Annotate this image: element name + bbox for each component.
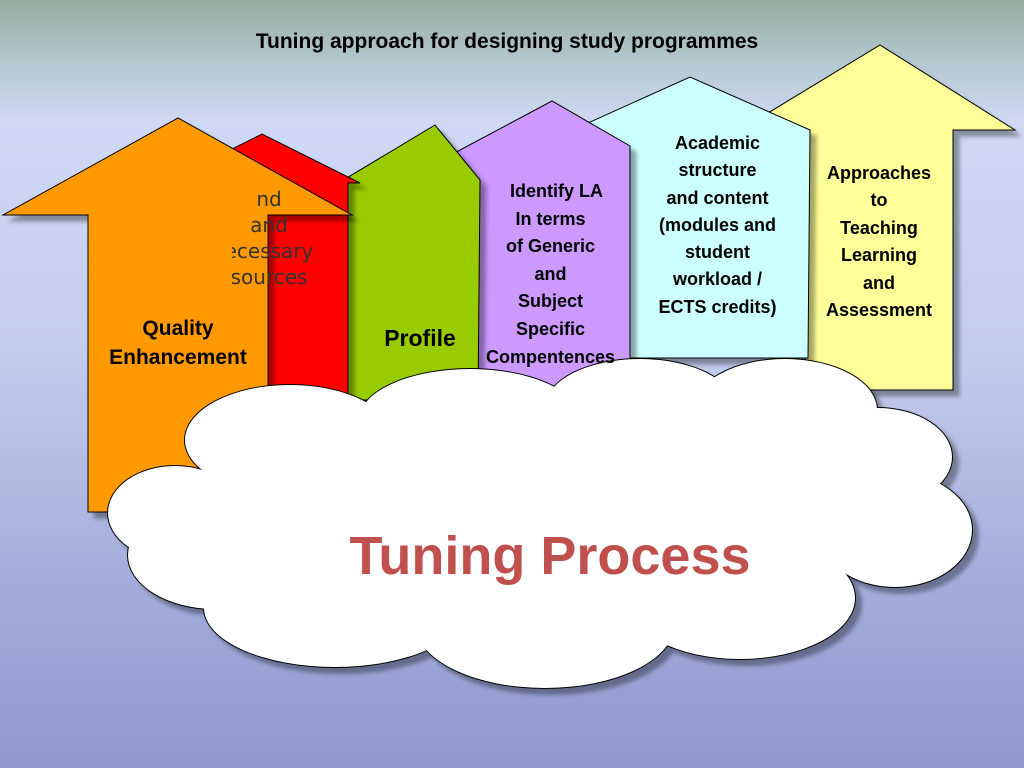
structure-line-3: and content — [666, 187, 769, 208]
structure-line-2: structure — [678, 160, 757, 181]
learning-line-4: and — [534, 263, 567, 284]
resources-label: nd and ecessary sources — [232, 186, 347, 306]
structure-line-7: ECTS credits) — [658, 296, 777, 317]
structure-label: Academic structure and content (modules … — [630, 130, 805, 321]
learning-line-6: Specific — [515, 318, 586, 339]
tuning-process-label: Tuning Process — [349, 526, 751, 586]
approaches-line-6: Assessment — [825, 300, 933, 321]
structure-line-5: student — [685, 242, 750, 263]
diagram-title: Tuning approach for designing study prog… — [255, 30, 759, 53]
approaches-line-5: and — [862, 272, 895, 293]
resources-line-1: nd — [256, 187, 282, 211]
quality-line-1: Quality — [142, 317, 214, 340]
structure-line-6: workload / — [672, 269, 762, 290]
learning-line-3: of Generic — [505, 236, 596, 257]
structure-line-4: (modules and — [658, 214, 776, 235]
tuning-cloud — [107, 358, 973, 689]
profile-line-1: Profile — [384, 325, 456, 351]
approaches-line-2: to — [870, 190, 888, 211]
learning-line-5: Subject — [517, 291, 583, 312]
resources-line-3: ecessary — [232, 239, 314, 263]
resources-line-4: sources — [232, 265, 308, 289]
approaches-label: Approaches to Teaching Learning and Asse… — [805, 160, 953, 324]
quality-line-2: Enhancement — [109, 346, 247, 370]
learning-line-7: Compentences — [485, 346, 616, 367]
learning-line-2: In terms — [515, 208, 586, 229]
approaches-line-1: Approaches — [826, 163, 932, 183]
approaches-line-3: Teaching — [840, 217, 918, 238]
quality-label: Quality Enhancement — [88, 314, 268, 373]
resources-line-2: and — [250, 213, 288, 237]
learning-line-1: Identify LA — [510, 181, 603, 201]
profile-label: Profile — [360, 324, 480, 354]
structure-line-1: Academic — [674, 133, 761, 153]
learning-label: Identify LA In terms of Generic and Subj… — [468, 178, 633, 371]
approaches-line-4: Learning — [840, 245, 917, 266]
